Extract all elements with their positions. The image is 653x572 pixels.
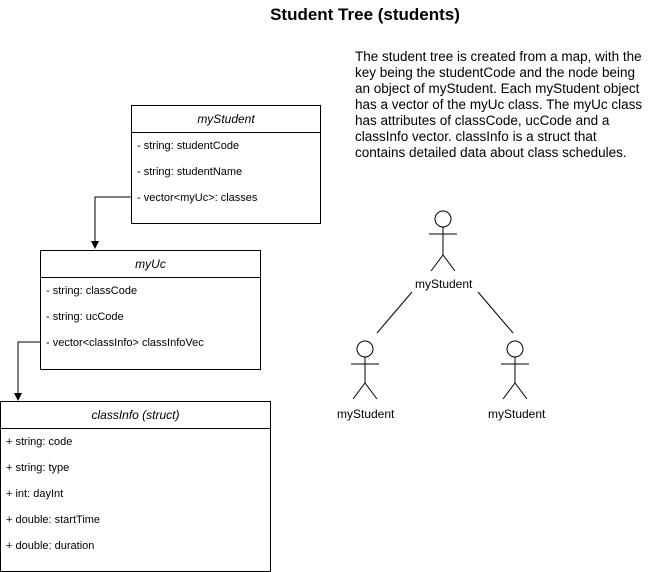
actor-left-label: myStudent [337,407,395,421]
class-name-myuc: myUc [41,251,260,278]
tree-edge-left [376,291,413,334]
class-name-classinfo: classInfo (struct) [1,402,270,429]
association-arrow-myuc-classinfo [14,341,40,401]
actor-left [351,340,379,400]
attribute-duration: + double: duration [6,540,95,552]
actor-root-label: myStudent [415,277,473,291]
attribute-start-time: + double: startTime [6,514,101,526]
attribute-student-name: - string: studentName [137,166,243,178]
class-box-myuc: myUc - string: classCode - string: ucCod… [40,250,261,370]
tree-edge-right [477,291,514,334]
actor-right [501,340,529,400]
attribute-uc-code: - string: ucCode [46,311,124,323]
attribute-code: + string: code [6,436,73,448]
actor-right-label: myStudent [488,407,546,421]
attribute-class-code: - string: classCode [46,285,138,297]
actor-root [429,210,457,272]
class-box-classinfo: classInfo (struct) + string: code + stri… [0,401,271,572]
attribute-class-info-vec: - vector<classInfo> classInfoVec [46,337,204,349]
class-box-mystudent: myStudent - string: studentCode - string… [131,105,321,224]
attribute-student-code: - string: studentCode [137,140,240,152]
class-name-mystudent: myStudent [132,106,320,133]
attribute-day-int: + int: dayInt [6,488,64,500]
description-text: The student tree is created from a map, … [355,49,643,160]
attribute-type: + string: type [6,462,70,474]
attribute-classes: - vector<myUc>: classes [137,192,258,204]
association-arrow-mystudent-myuc [91,196,131,249]
diagram-title: Student Tree (students) [270,5,460,24]
